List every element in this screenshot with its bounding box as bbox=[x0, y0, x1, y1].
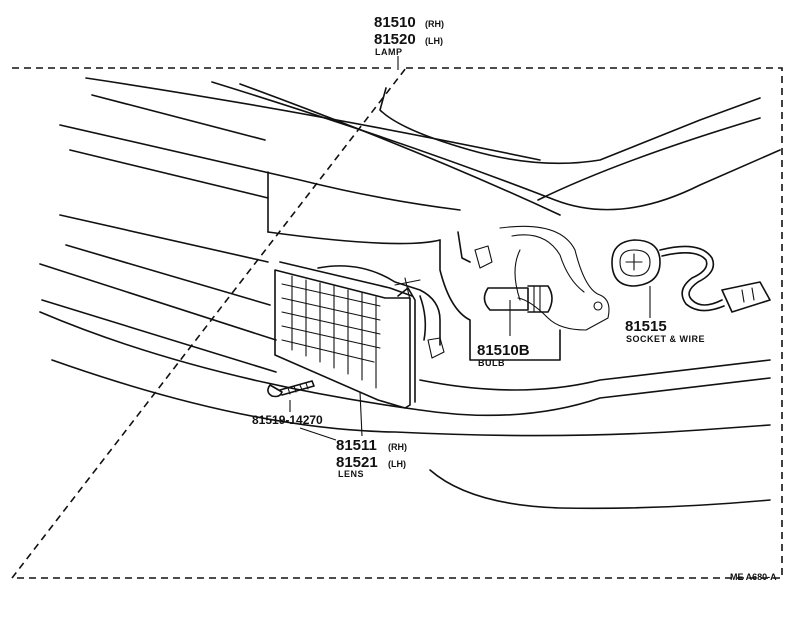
socket-and-wire bbox=[611, 239, 771, 313]
callout-bulb: 81510B BULB bbox=[477, 342, 530, 368]
callout-lamp: 81510 (RH) 81520 (LH) LAMP bbox=[374, 14, 444, 57]
callout-lens: 81511 (RH) 81521 (LH) LENS bbox=[336, 437, 407, 479]
lens-suffix-rh: (RH) bbox=[388, 442, 407, 452]
leader-lines bbox=[289, 56, 651, 441]
screw bbox=[267, 380, 315, 398]
lamp-description: LAMP bbox=[375, 47, 403, 57]
socket-part-number: 81515 bbox=[625, 318, 667, 335]
callout-socket-wire: 81515 SOCKET & WIRE bbox=[625, 318, 705, 344]
callout-screw: 81519-14270 bbox=[252, 413, 323, 427]
assembly-boundary bbox=[10, 67, 783, 579]
lamp-lens-assembly bbox=[274, 261, 445, 409]
bumper-body-lines bbox=[39, 77, 781, 510]
socket-description: SOCKET & WIRE bbox=[626, 334, 705, 344]
lens-description: LENS bbox=[338, 469, 364, 479]
lens-part-number-lh: 81521 bbox=[336, 454, 378, 471]
bulb-part-number: 81510B bbox=[477, 342, 530, 359]
lens-part-number-rh: 81511 bbox=[336, 437, 377, 454]
lamp-part-number-rh: 81510 bbox=[374, 14, 416, 31]
lamp-part-number-lh: 81520 bbox=[374, 31, 416, 48]
bulb-description: BULB bbox=[478, 358, 505, 368]
lamp-suffix-lh: (LH) bbox=[425, 36, 443, 46]
screw-part-number: 81519-14270 bbox=[252, 413, 323, 427]
bulb bbox=[483, 249, 553, 313]
lamp-suffix-rh: (RH) bbox=[425, 19, 444, 29]
lamp-housing-bracket bbox=[439, 225, 610, 361]
lens-suffix-lh: (LH) bbox=[388, 459, 406, 469]
diagram-code: ME A680-A bbox=[730, 572, 777, 582]
